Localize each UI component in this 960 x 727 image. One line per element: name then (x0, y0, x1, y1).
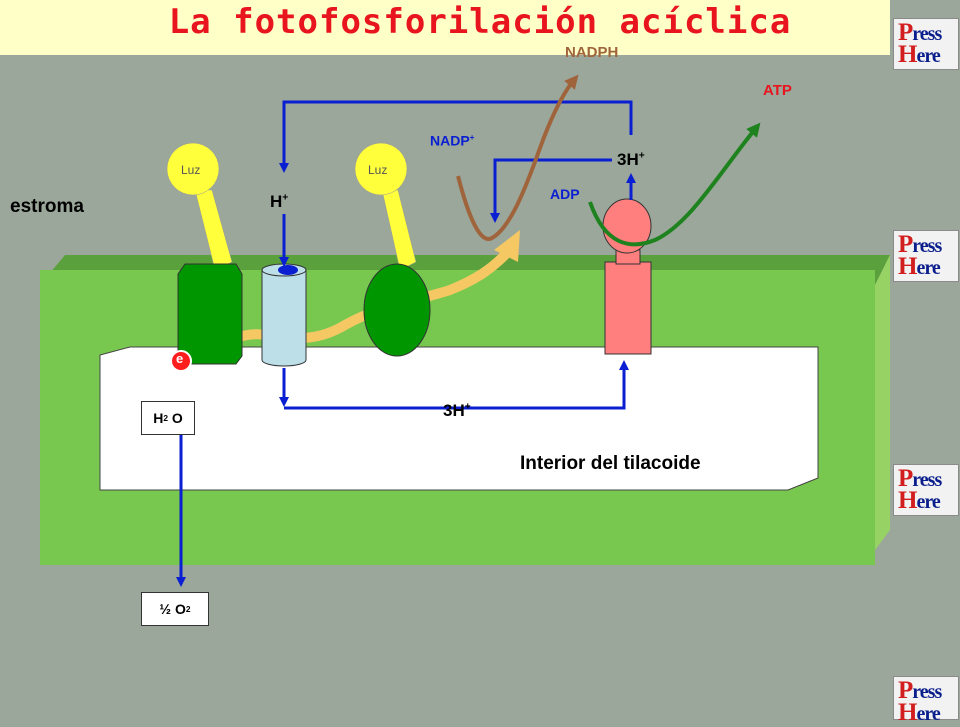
press-here-button-4[interactable]: Press Here (893, 676, 959, 726)
press-label-ere: ere (916, 703, 940, 725)
stroma-label: estroma (10, 196, 84, 217)
proton-arrow-top-loop (279, 100, 633, 173)
photosystem-ii (177, 263, 243, 365)
photosystem-i (363, 263, 431, 357)
water-h: H (153, 410, 164, 426)
three-h-top-label: 3H+ (617, 150, 645, 170)
atp-label: ATP (763, 82, 792, 99)
nadp-sup: + (469, 132, 475, 142)
three-h-bottom-label: 3H+ (443, 401, 471, 421)
press-label-ere: ere (916, 491, 940, 513)
proton-label-sup: + (282, 192, 289, 204)
press-label-ress: ress (912, 23, 942, 45)
water-sub: 2 (163, 413, 168, 423)
press-label-p: P (898, 677, 913, 704)
press-label-h: H (898, 487, 917, 514)
three-h-top-text: 3H (617, 150, 639, 169)
oxygen-sub: 2 (185, 604, 191, 614)
page-title: La fotofosforilación acíclica (168, 2, 792, 42)
title-bar (0, 0, 890, 55)
light-label-2: Luz (368, 163, 388, 177)
press-label-ere: ere (916, 257, 940, 279)
light-label-1: Luz (181, 163, 201, 177)
thylakoid-lumen (99, 346, 819, 491)
cytochrome-blue-spot (278, 265, 298, 275)
three-h-top-sup: + (638, 150, 645, 162)
atp-synthase-stalk (604, 261, 652, 355)
press-label-ress: ress (912, 681, 942, 703)
press-here-button-2[interactable]: Press Here (893, 230, 959, 282)
nadph-label: NADPH (565, 44, 619, 61)
electron-bubble (170, 350, 192, 372)
oxygen-text: ½ O (159, 601, 186, 617)
press-here-button-3[interactable]: Press Here (893, 464, 959, 516)
proton-label: H+ (270, 192, 288, 212)
interior-label: Interior del tilacoide (520, 453, 701, 474)
atp-curve (588, 122, 761, 247)
press-label-ere: ere (916, 45, 940, 67)
press-label-ress: ress (912, 469, 942, 491)
nadp-text: NADP (430, 132, 470, 149)
proton-arrow-to-synthase (284, 360, 629, 410)
electron-label: e (176, 351, 184, 366)
press-label-p: P (898, 465, 913, 492)
press-label-h: H (898, 253, 917, 280)
light-circle-2 (354, 142, 408, 196)
cytochrome-complex (261, 269, 307, 367)
nadp-label: NADP+ (430, 132, 475, 149)
three-h-bottom-text: 3H (443, 401, 465, 420)
electron-path-arrowhead (494, 230, 520, 262)
nadph-curve (456, 74, 579, 241)
press-label-p: P (898, 19, 913, 46)
water-o: O (168, 410, 183, 426)
press-label-p: P (898, 231, 913, 258)
membrane-right-face (875, 255, 890, 550)
proton-label-h: H (270, 192, 283, 211)
nadp-arrow (490, 158, 612, 223)
press-label-h: H (898, 41, 917, 68)
press-here-button-1[interactable]: Press Here (893, 18, 959, 70)
press-label-ress: ress (912, 235, 942, 257)
three-h-bottom-sup: + (464, 401, 471, 413)
press-label-h: H (898, 699, 917, 726)
adp-label: ADP (550, 186, 580, 202)
light-circle-1 (166, 142, 220, 196)
